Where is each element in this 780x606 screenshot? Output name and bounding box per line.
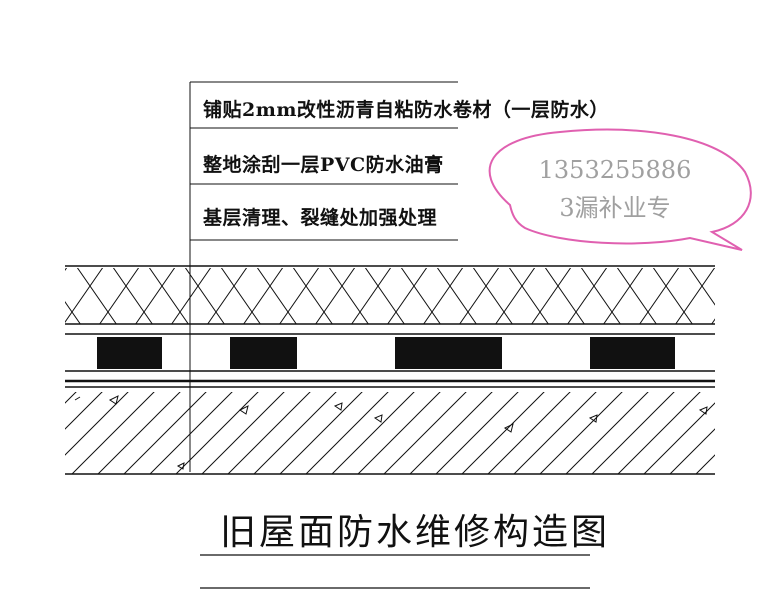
cross-hatch-layer xyxy=(65,265,715,325)
diagram-title: 旧屋面防水维修构造图 xyxy=(220,512,611,553)
callout-line-2: 3漏补业专 xyxy=(559,194,671,222)
title-underlines xyxy=(200,554,590,589)
callout-line-1: 1353255886 xyxy=(538,156,692,184)
concrete-base-layer xyxy=(65,392,715,475)
membrane-layer xyxy=(65,333,715,372)
layer-label-membrane: 铺贴2mm改性沥青自粘防水卷材（一层防水） xyxy=(203,99,609,121)
callout-bubble xyxy=(488,128,752,251)
pvc-coating-lines xyxy=(65,379,715,388)
label-rules xyxy=(190,81,458,241)
layer-label-base-treatment: 基层清理、裂缝处加强处理 xyxy=(203,207,438,229)
layer-label-pvc-coating: 整地涂刮一层PVC防水油膏 xyxy=(203,154,444,176)
